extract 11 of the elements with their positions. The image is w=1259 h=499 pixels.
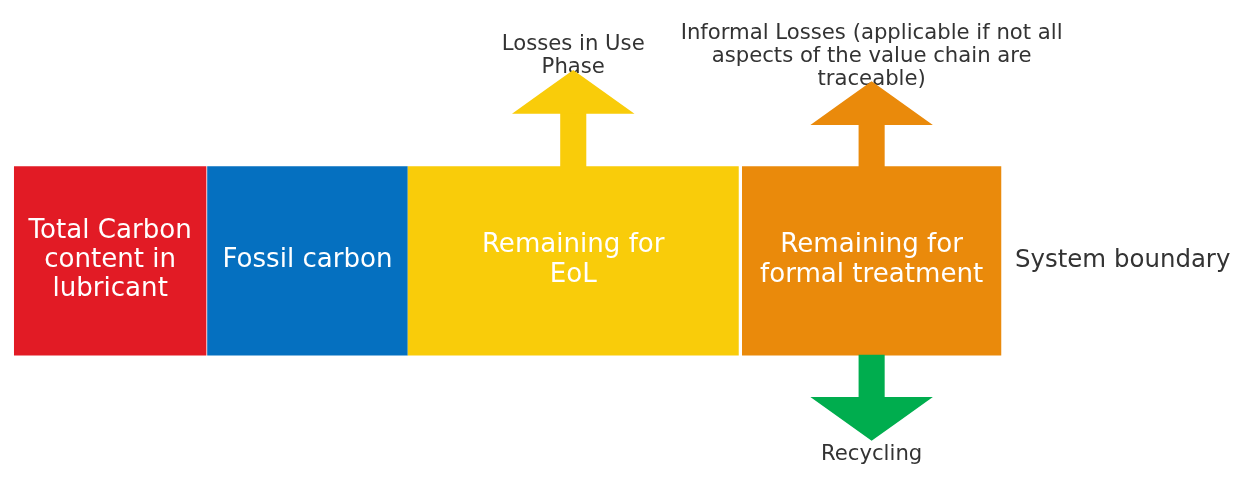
node-box: Remaining for EoL — [407, 166, 739, 356]
node-text: Recycling — [820, 439, 923, 465]
node-box: Fossil carbon — [207, 166, 408, 356]
node-box: Total Carbon content in lubricant — [14, 166, 207, 356]
node-text: Losses in Use Phase — [501, 30, 645, 79]
node-text: Informal Losses (applicable if not all aspects of the value chain are traceable) — [680, 19, 1063, 90]
arrow — [810, 81, 933, 168]
label: System boundary — [1015, 243, 1231, 273]
arrow — [512, 69, 635, 167]
arrow — [810, 354, 933, 441]
node-box: Remaining for formal treatment — [742, 166, 1002, 356]
